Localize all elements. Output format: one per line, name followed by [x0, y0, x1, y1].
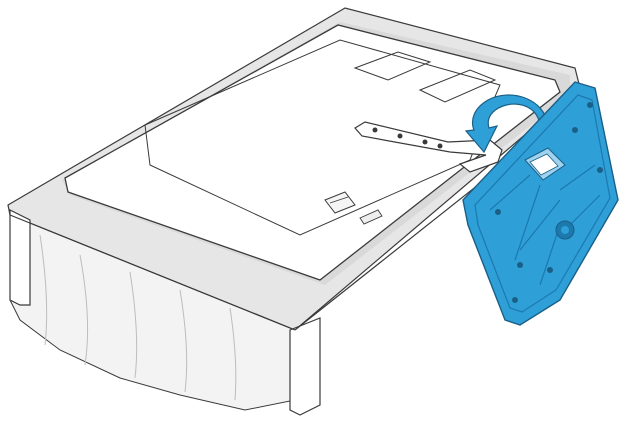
base-screw-7 — [572, 127, 578, 133]
screw-hole-1 — [373, 128, 378, 133]
base-screw-3 — [597, 167, 603, 173]
table-leg-front — [290, 318, 320, 415]
screw-hole-4 — [438, 144, 443, 149]
base-screw-5 — [547, 267, 553, 273]
screw-hole-2 — [398, 134, 403, 139]
base-screw-2 — [587, 102, 593, 108]
base-screw-1 — [495, 209, 501, 215]
table-leg-left — [10, 210, 30, 305]
base-hole-inner — [561, 226, 569, 234]
base-screw-4 — [517, 262, 523, 268]
base-screw-6 — [512, 297, 518, 303]
screw-hole-3 — [423, 140, 428, 145]
